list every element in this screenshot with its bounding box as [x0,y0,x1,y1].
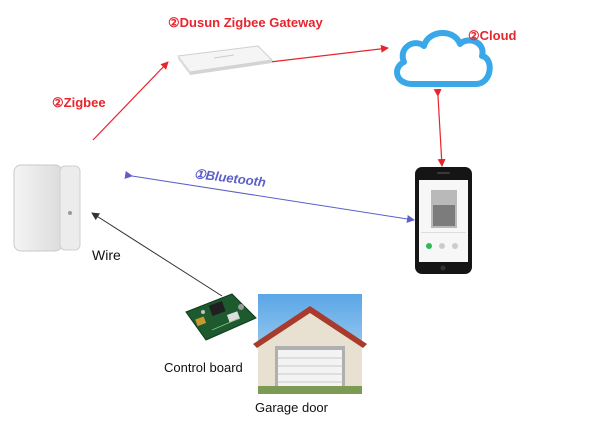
control-board-label: Control board [164,360,243,375]
cloud-label: ②Cloud [468,28,517,43]
garage-door-label: Garage door [255,400,328,415]
gateway-label: ②Dusun Zigbee Gateway [168,15,323,30]
zigbee-link-arrow [92,61,169,141]
door-sensor-icon [13,164,81,252]
smartphone-icon [415,167,472,274]
cloud-icon [394,30,493,87]
cloud-phone-arrow [433,88,446,167]
wire-label: Wire [92,247,121,263]
zigbee-label: ②Zigbee [52,95,106,110]
gateway-cloud-arrow [269,44,389,63]
control-board-icon [185,293,257,341]
zigbee-gateway-icon [177,45,274,75]
bluetooth-link-arrow [124,170,415,223]
garage-door-icon [253,294,367,394]
wire-link-arrow [91,212,223,297]
